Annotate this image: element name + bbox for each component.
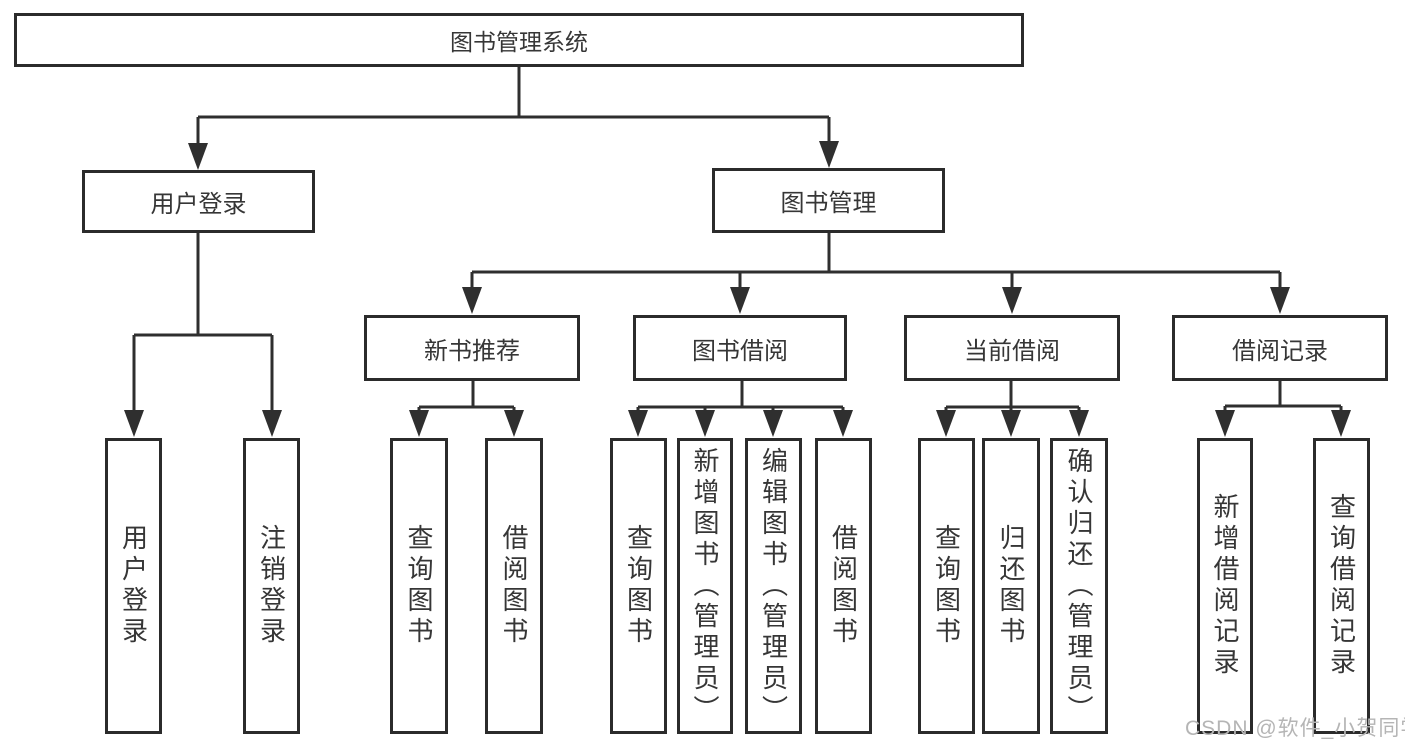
- arrow-down-icon: [124, 410, 144, 437]
- arrow-down-icon: [833, 410, 853, 437]
- connector-root-to-level1: [196, 67, 831, 145]
- leaf-edit-book: 编辑图书（管理员）: [745, 438, 802, 734]
- arrowheads: [124, 141, 1351, 437]
- leaf-user-login: 用户登录: [105, 438, 162, 734]
- arrow-down-icon: [1331, 410, 1351, 437]
- leaf-confirm-return: 确认归还（管理员）: [1050, 438, 1108, 734]
- leaf-logout: 注销登录: [243, 438, 300, 734]
- watermark-text: CSDN @软件_小贺同学: [1185, 717, 1405, 740]
- leaf-query-book-3: 查询图书: [918, 438, 975, 734]
- arrow-down-icon: [763, 410, 783, 437]
- arrow-down-icon: [695, 410, 715, 437]
- arrow-down-icon: [504, 410, 524, 437]
- node-user-login: 用户登录: [82, 170, 315, 233]
- arrow-down-icon: [1270, 287, 1290, 314]
- connector-new-book-recommend-children: [417, 381, 516, 414]
- node-book-management: 图书管理: [712, 168, 945, 233]
- arrow-down-icon: [936, 410, 956, 437]
- arrow-down-icon: [188, 143, 208, 170]
- connector-book-borrow-children: [636, 381, 845, 414]
- connector-borrow-records-children: [1223, 381, 1343, 414]
- leaf-query-record: 查询借阅记录: [1313, 438, 1370, 734]
- arrow-down-icon: [1215, 410, 1235, 437]
- arrow-down-icon: [819, 141, 839, 168]
- node-root: 图书管理系统: [14, 13, 1024, 67]
- arrow-down-icon: [1069, 410, 1089, 437]
- arrow-down-icon: [628, 410, 648, 437]
- leaf-return-book: 归还图书: [982, 438, 1040, 734]
- leaf-add-book: 新增图书（管理员）: [677, 438, 733, 734]
- arrow-down-icon: [409, 410, 429, 437]
- node-current-borrow: 当前借阅: [904, 315, 1120, 381]
- node-new-book-recommend: 新书推荐: [364, 315, 580, 381]
- connector-user-login-children: [132, 233, 274, 412]
- connector-book-management-children: [470, 233, 1282, 291]
- arrow-down-icon: [262, 410, 282, 437]
- connector-current-borrow-children: [944, 381, 1081, 414]
- node-book-borrow: 图书借阅: [633, 315, 847, 381]
- arrow-down-icon: [462, 287, 482, 314]
- leaf-borrow-book-1: 借阅图书: [485, 438, 543, 734]
- connector-lines: [132, 67, 1343, 414]
- node-borrow-records: 借阅记录: [1172, 315, 1388, 381]
- arrow-down-icon: [1001, 410, 1021, 437]
- leaf-borrow-book-2: 借阅图书: [815, 438, 872, 734]
- leaf-add-record: 新增借阅记录: [1197, 438, 1253, 734]
- arrow-down-icon: [1002, 287, 1022, 314]
- leaf-query-book-1: 查询图书: [390, 438, 448, 734]
- leaf-query-book-2: 查询图书: [610, 438, 667, 734]
- arrow-down-icon: [730, 287, 750, 314]
